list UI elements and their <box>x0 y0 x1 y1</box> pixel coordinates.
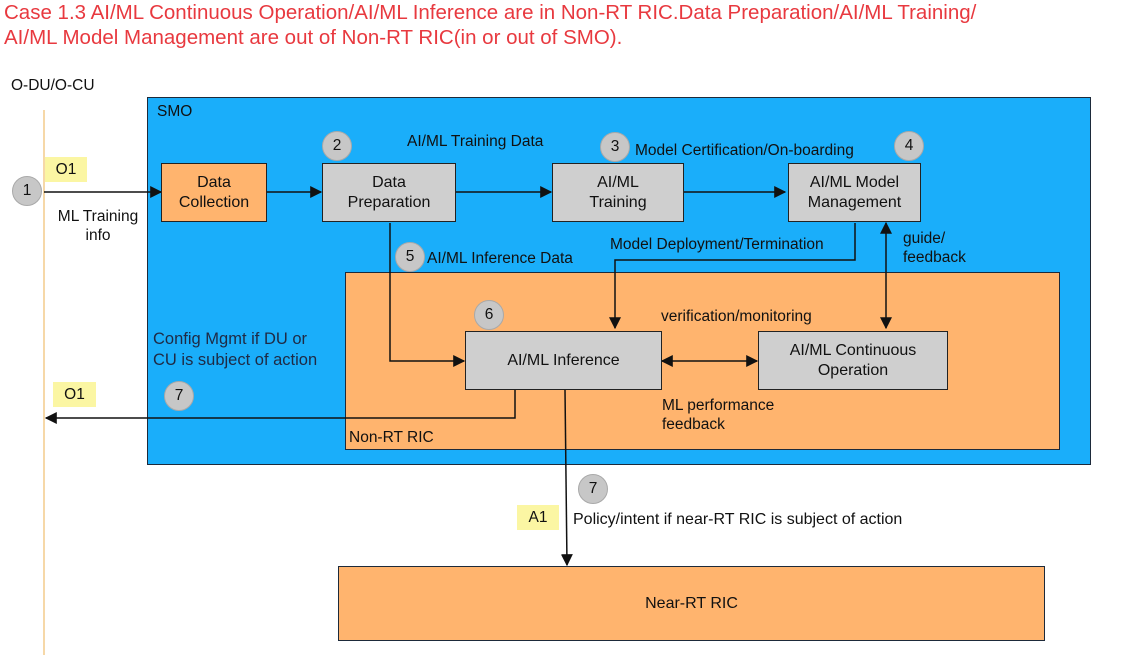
step-badge-1: 1 <box>12 176 42 206</box>
aiml-inference-box: AI/ML Inference <box>465 331 662 390</box>
near-rt-ric-box: Near-RT RIC <box>338 566 1045 641</box>
odu-ocu-label: O-DU/O-CU <box>11 77 95 94</box>
policy-intent-label: Policy/intent if near-RT RIC is subject … <box>573 511 903 528</box>
title-line-2: AI/ML Model Management are out of Non-RT… <box>4 26 623 49</box>
aiml-model-management-box: AI/ML Model Management <box>788 163 921 222</box>
aiml-training-box: AI/ML Training <box>552 163 684 222</box>
odu-ocu-lifeline <box>43 110 45 655</box>
a1-interface-tag: A1 <box>517 505 559 530</box>
o1-interface-tag-top: O1 <box>45 157 87 182</box>
step-badge-7-o1: 7 <box>164 381 194 411</box>
smo-label: SMO <box>157 103 193 120</box>
diagram-title: Case 1.3 AI/ML Continuous Operation/AI/M… <box>4 0 1119 50</box>
ml-performance-feedback-label: ML performance feedback <box>662 397 775 433</box>
near-rt-ric-label: Near-RT RIC <box>645 594 738 612</box>
step-badge-5: 5 <box>395 242 425 272</box>
training-data-label: AI/ML Training Data <box>407 133 544 150</box>
inference-data-label: AI/ML Inference Data <box>427 250 573 267</box>
step-badge-4: 4 <box>894 131 924 161</box>
step-badge-2: 2 <box>322 131 352 161</box>
step-badge-3: 3 <box>600 132 630 162</box>
ml-training-info-label: ML Training info <box>57 208 139 244</box>
config-mgmt-label: Config Mgmt if DU or CU is subject of ac… <box>153 330 318 369</box>
data-preparation-box: Data Preparation <box>322 163 456 222</box>
model-deployment-label: Model Deployment/Termination <box>610 236 824 253</box>
o1-interface-tag-bottom: O1 <box>53 382 96 407</box>
model-certification-label: Model Certification/On-boarding <box>635 142 854 159</box>
non-rt-ric-label: Non-RT RIC <box>349 429 434 446</box>
verification-monitoring-label: verification/monitoring <box>661 308 812 325</box>
data-collection-box: Data Collection <box>161 163 267 222</box>
step-badge-7-a1: 7 <box>578 474 608 504</box>
guide-feedback-label: guide/ feedback <box>903 230 966 266</box>
aiml-continuous-operation-box: AI/ML Continuous Operation <box>758 331 948 390</box>
title-line-1: Case 1.3 AI/ML Continuous Operation/AI/M… <box>4 1 977 24</box>
step-badge-6: 6 <box>474 300 504 330</box>
